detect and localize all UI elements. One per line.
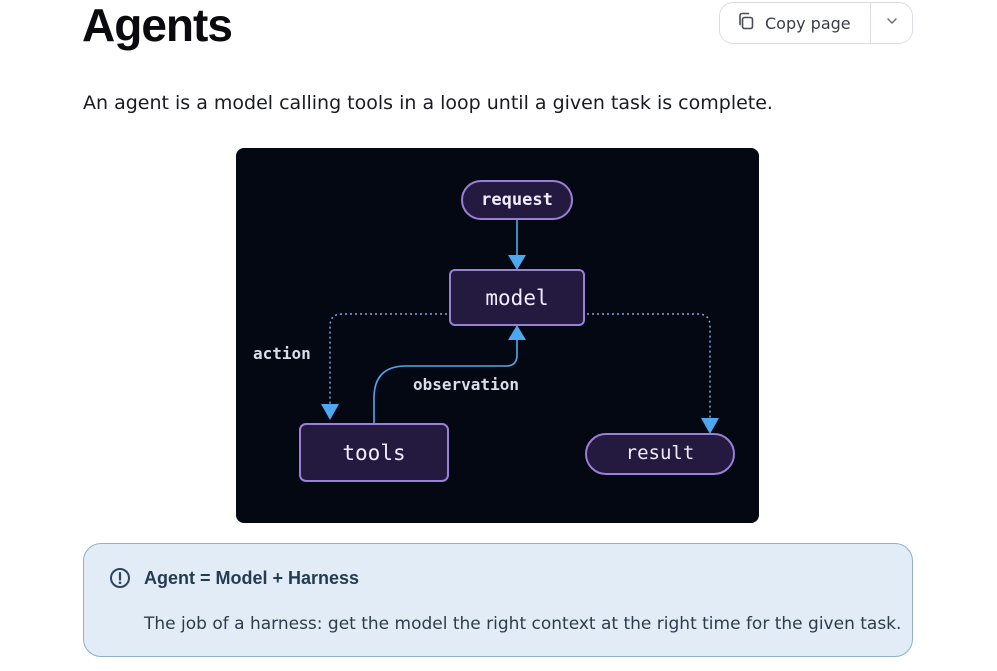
callout-note: Agent = Model + Harness The job of a har… [83,543,913,657]
node-result-label: result [626,442,695,464]
arrowhead-result [701,418,719,434]
arrowhead-model-top [508,255,526,270]
exclamation-circle-icon [109,567,131,594]
node-model [449,269,585,326]
callout-body: The job of a harness: get the model the … [144,614,902,634]
callout-title: Agent = Model + Harness [144,568,360,588]
copy-icon [736,11,756,36]
edge-action [329,313,482,404]
chevron-down-icon [885,14,899,33]
copy-page-label: Copy page [765,13,851,33]
node-request-label: request [481,190,553,210]
edge-label-observation: observation [413,375,519,394]
edge-result [552,313,711,418]
intro-text: An agent is a model calling tools in a l… [83,92,773,114]
arrowhead-model-bottom [508,325,526,340]
node-result [585,433,735,475]
edge-label-action: action [253,344,311,363]
node-tools-label: tools [342,441,405,465]
copy-page-group: Copy page [719,2,913,44]
copy-page-button[interactable]: Copy page [720,3,871,43]
page-title: Agents [82,0,233,51]
copy-options-button[interactable] [871,3,912,43]
agent-loop-diagram: request model tools result action observ… [236,148,759,523]
node-tools [299,423,449,482]
edge-observation [373,340,518,424]
arrowhead-tools [321,404,339,420]
node-request [461,180,573,220]
node-model-label: model [485,286,548,310]
